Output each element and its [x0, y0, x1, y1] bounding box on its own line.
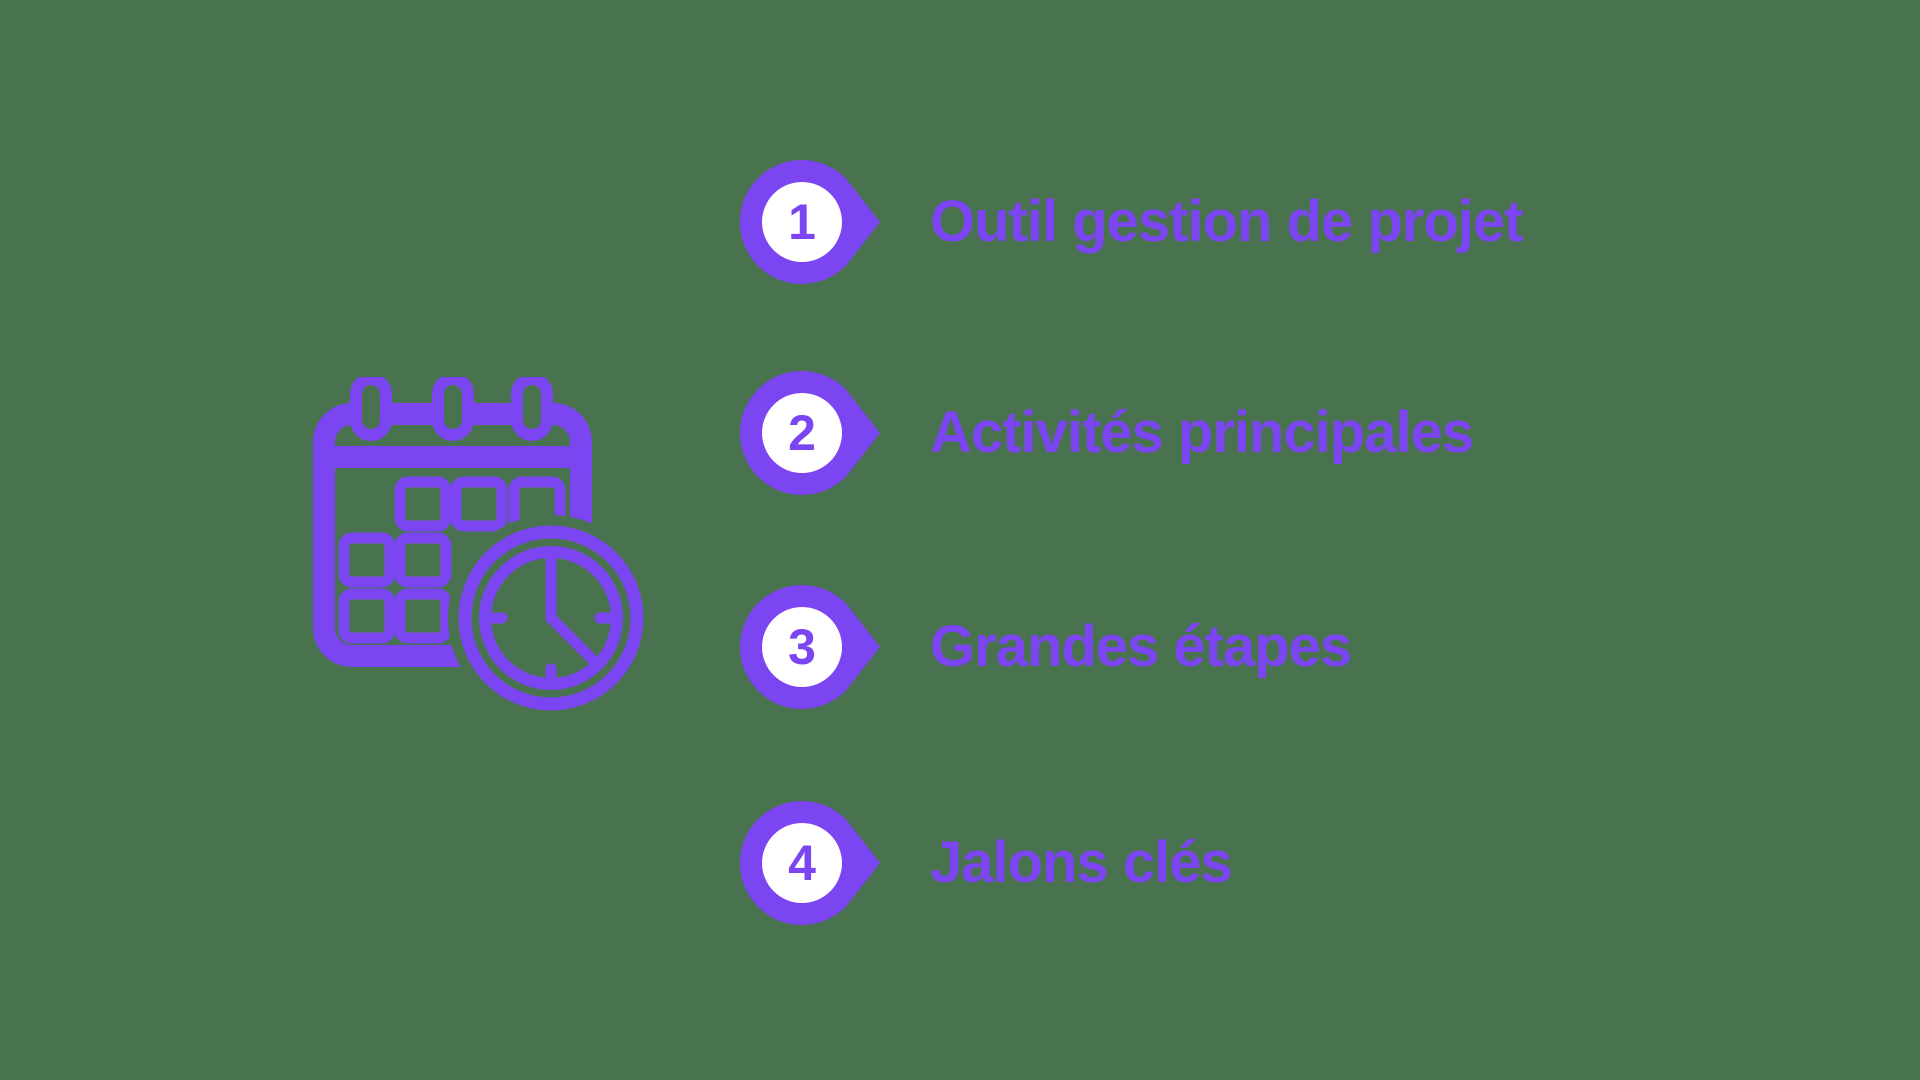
clock-outer-ring: [458, 525, 644, 711]
item-label: Jalons clés: [930, 830, 1233, 895]
clock-ticks: [482, 612, 620, 689]
item-label: Grandes étapes: [930, 614, 1352, 679]
calendar-clock-icon: [312, 373, 658, 723]
pin-icon: [740, 160, 880, 284]
calendar-clock-svg: [313, 373, 654, 721]
numbered-pin: 1: [740, 160, 880, 284]
clock-hands: [545, 551, 602, 669]
item-label: Activités principales: [930, 400, 1474, 465]
numbered-pin: 4: [740, 801, 880, 925]
clock: [458, 525, 644, 711]
item-label: Outil gestion de projet: [930, 189, 1523, 254]
pin-number: 1: [788, 194, 816, 250]
list-item: 4 Jalons clés: [740, 801, 1233, 925]
numbered-pin: 3: [740, 585, 880, 709]
pin-icon: [740, 371, 880, 495]
numbered-pin: 2: [740, 371, 880, 495]
list-item: 1 Outil gestion de projet: [740, 160, 1523, 284]
calendar-binder-rings: [350, 373, 553, 441]
pin-number: 4: [788, 835, 816, 891]
pin-icon: [740, 585, 880, 709]
list-item: 3 Grandes étapes: [740, 585, 1352, 709]
pin-number: 3: [788, 619, 816, 675]
list-item: 2 Activités principales: [740, 371, 1474, 495]
pin-icon: [740, 801, 880, 925]
pin-number: 2: [788, 405, 816, 461]
